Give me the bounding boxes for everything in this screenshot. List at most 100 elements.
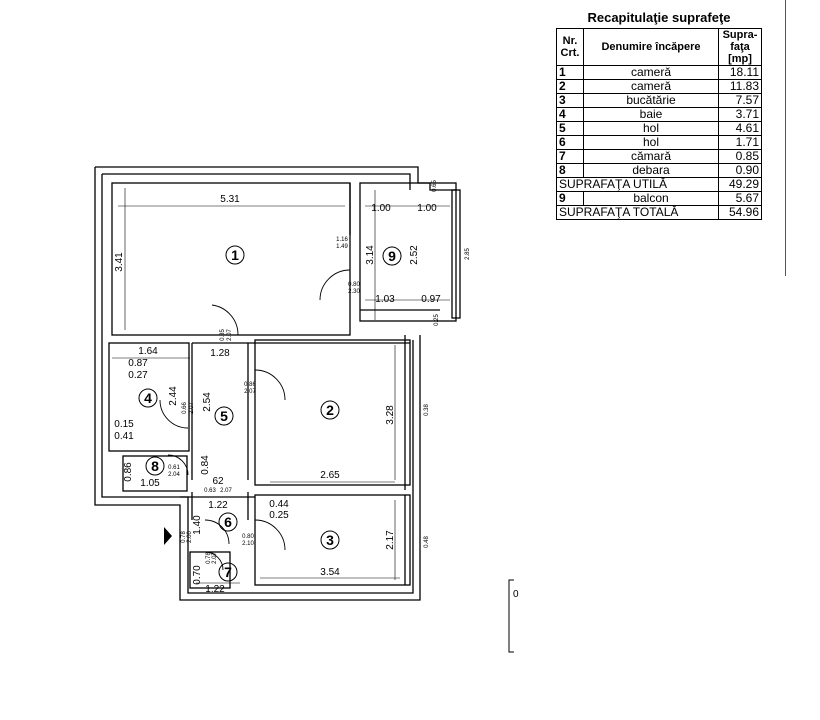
- dim-r9-height-2: 2.52: [409, 245, 420, 265]
- room-2-outline: [254, 339, 411, 486]
- usable-area-label: SUPRAFAŢA UTILĂ: [556, 177, 719, 192]
- header-nr: Nr. Crt.: [556, 28, 584, 66]
- dim-r3-side: 0.48: [424, 536, 430, 548]
- dim-r5-b: 62: [212, 476, 224, 487]
- row-area: 11.83: [718, 79, 762, 94]
- room-labels: 1 2 3 4 5 6 7 8 9: [138, 245, 402, 582]
- dim-door-r6-bot: 2.07: [220, 488, 232, 494]
- row-nr: 4: [556, 107, 584, 122]
- dim-r5-width: 1.28: [210, 348, 230, 359]
- door-swing-8: [167, 454, 189, 476]
- room-7-outline: [189, 551, 231, 589]
- room-6-number: 6: [224, 514, 232, 530]
- row-nr: 8: [556, 163, 584, 178]
- room-8-number: 8: [151, 458, 159, 474]
- dim-door-r9-top: 0.80: [348, 282, 360, 288]
- scale-label: 0: [513, 589, 519, 600]
- dim-r6-width: 1.22: [208, 500, 228, 511]
- row-nr: 6: [556, 135, 584, 150]
- row-name: bucătărie: [583, 93, 719, 108]
- room-4-outline: [108, 342, 190, 452]
- dim-door-r8-top: 0.61: [168, 465, 180, 471]
- dim-r4-d: 0.41: [114, 431, 134, 442]
- row-area: 0.90: [718, 163, 762, 178]
- dim-door-r8-bot: 2.04: [168, 472, 180, 478]
- row-area: 1.71: [718, 135, 762, 150]
- row-nr: 7: [556, 149, 584, 164]
- dim-r3-width: 3.54: [320, 567, 340, 578]
- door-swing-6: [204, 519, 230, 545]
- summary-title: Recapitulaţie suprafeţe: [587, 10, 731, 25]
- balcony-name: balcon: [583, 191, 719, 206]
- dim-door-r1-bot: 1.49: [336, 244, 348, 250]
- row-name: debara: [583, 163, 719, 178]
- room-1-number: 1: [231, 247, 239, 263]
- room-8-outline: [122, 455, 188, 492]
- dim-door-r2-bot: 2.07: [244, 389, 256, 395]
- row-name: hol: [583, 135, 719, 150]
- dim-door-r7b-bot: 2.07: [212, 552, 218, 564]
- dim-r5-low: 0.84: [200, 455, 211, 475]
- dim-win-right: 2.85: [465, 248, 471, 260]
- row-area: 0.85: [718, 149, 762, 164]
- dim-door-r3-top: 0.80: [242, 534, 254, 540]
- dim-r4-c: 0.15: [114, 419, 134, 430]
- dim-door-r4-bot: 2.07: [189, 402, 195, 414]
- row-name: hol: [583, 121, 719, 136]
- dim-r3-a: 0.44: [269, 499, 289, 510]
- room-5-number: 5: [220, 408, 228, 424]
- room-3-number: 3: [326, 532, 334, 548]
- row-name: cameră: [583, 79, 719, 94]
- dimension-lines: [112, 188, 450, 584]
- dim-r9-height: 3.14: [365, 245, 376, 265]
- dim-r7-width: 1.22: [205, 584, 225, 595]
- dim-r9-side: 0.25: [434, 314, 440, 326]
- dim-door-r3-bot: 2.10: [242, 541, 254, 547]
- door-swing-4: [159, 399, 189, 429]
- row-area: 4.61: [718, 121, 762, 136]
- walls: [94, 166, 461, 601]
- dim-r2-height: 3.28: [385, 405, 396, 425]
- dim-door-r7-bot: 2.00: [187, 531, 193, 543]
- dim-r1-height: 3.41: [114, 252, 125, 272]
- area-summary: Recapitulaţie suprafeţe Nr. Crt. Denumir…: [556, 10, 762, 220]
- dim-r3-b: 0.25: [269, 510, 289, 521]
- scale-bracket: [508, 579, 514, 653]
- dim-door-r7-top: 0.78: [181, 531, 187, 543]
- dim-r7-height: 0.70: [192, 565, 203, 585]
- header-area: Supra- faţa [mp]: [718, 28, 762, 66]
- dim-r2-width: 2.65: [320, 470, 340, 481]
- summary-header-row: Nr. Crt. Denumire încăpere Supra- faţa […: [556, 28, 762, 66]
- dim-door-r5-bot: 2.07: [227, 329, 233, 341]
- dim-door-r7b-top: 0.78: [206, 552, 212, 564]
- dim-door-r5-top: 0.85: [220, 329, 226, 341]
- row-nr: 1: [556, 65, 584, 80]
- balcony-nr: 9: [556, 191, 584, 206]
- row-area: 3.71: [718, 107, 762, 122]
- door-swing-2: [254, 369, 286, 401]
- dim-r4-top: 1.64: [138, 346, 158, 357]
- dim-r9-left: 1.00: [371, 203, 391, 214]
- dim-door-r1-top: 1.16: [336, 237, 348, 243]
- room-9-number: 9: [388, 248, 396, 264]
- dim-r2-side: 0.38: [424, 404, 430, 416]
- usable-area-value: 49.29: [718, 177, 762, 192]
- dim-r1-width: 5.31: [220, 194, 240, 205]
- total-area-label: SUPRAFAŢA TOTALĂ: [556, 205, 719, 220]
- dim-door-r9-bot: 2.30: [348, 289, 360, 295]
- dim-r8-width: 1.05: [140, 478, 160, 489]
- row-name: cămară: [583, 149, 719, 164]
- dim-r3-height: 2.17: [385, 530, 396, 550]
- dimension-labels: 5.31 3.41 1.00 1.00 3.14 2.52 1.03 0.97 …: [114, 180, 471, 595]
- sheet-edge-line: [785, 0, 786, 276]
